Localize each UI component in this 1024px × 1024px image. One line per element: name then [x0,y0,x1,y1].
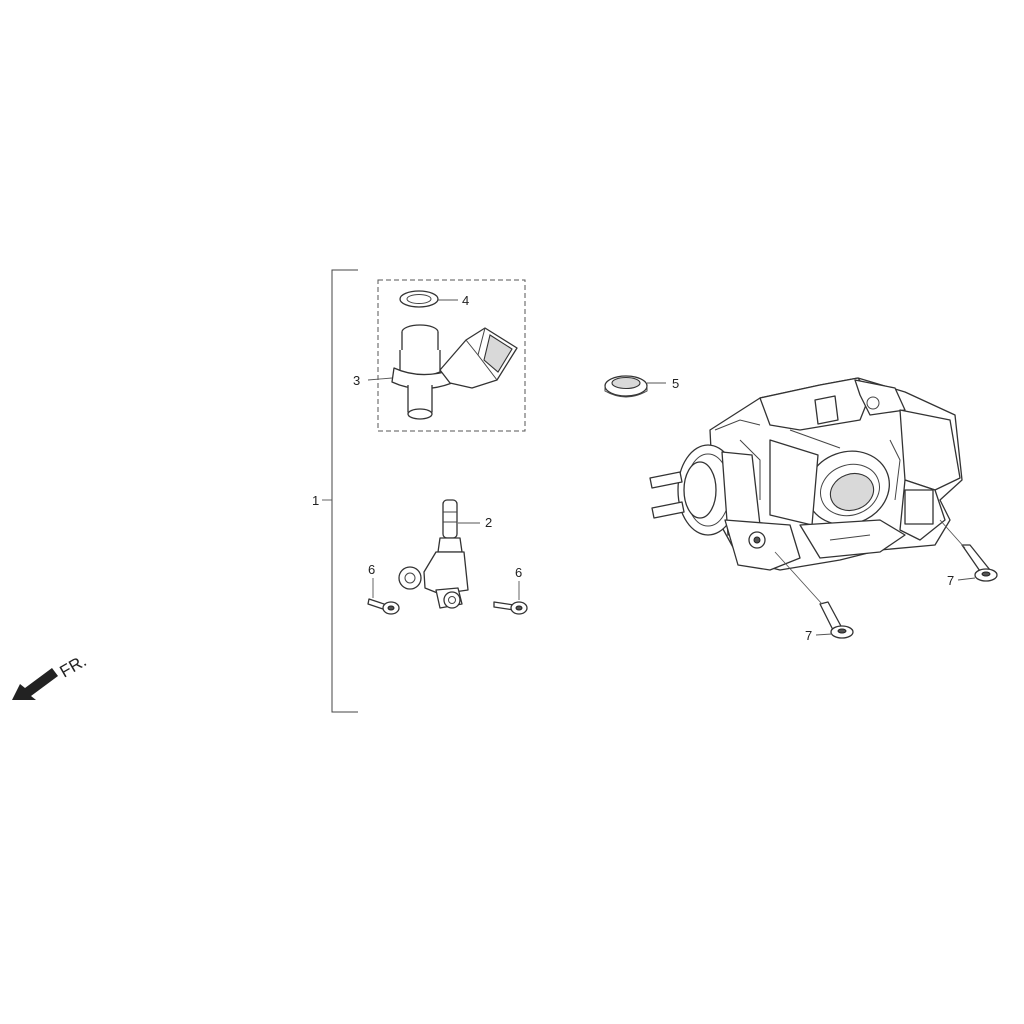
callout-6-right: 6 [515,565,522,580]
callout-5: 5 [672,376,679,391]
bolt-part-7-left [774,551,854,639]
callout-6-left: 6 [368,562,375,577]
callout-2: 2 [485,515,492,530]
front-direction-arrow-icon [12,668,58,700]
seal-ring-part-5 [604,375,666,398]
throttle-body [649,377,963,571]
callout-7-left: 7 [805,628,812,643]
screw-part-6-left [367,578,400,615]
o-ring-part-4 [399,290,458,308]
bolt-part-7-right [939,519,998,582]
callout-1: 1 [312,493,319,508]
assembly-bracket [322,269,358,713]
callout-7-right: 7 [947,573,954,588]
callout-3: 3 [353,373,360,388]
fuel-injector-part-3 [367,324,518,420]
screw-part-6-right [493,581,528,615]
front-direction-label: FR. [57,651,90,681]
injector-subgroup-box [377,279,526,432]
callout-4: 4 [462,293,469,308]
sensor-part-2 [398,499,480,609]
